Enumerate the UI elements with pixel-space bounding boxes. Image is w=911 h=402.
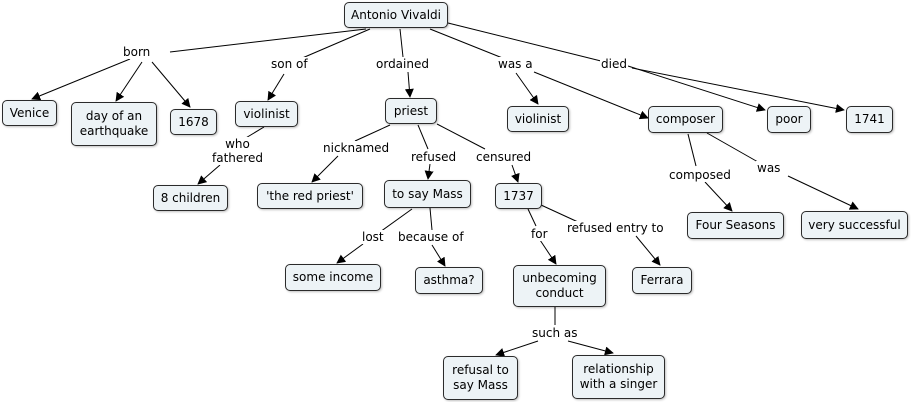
link-ordained-priest [404, 71, 414, 98]
link-vivaldi-son-of [299, 28, 371, 60]
node-unbecoming-conduct[interactable]: unbecoming conduct [513, 265, 606, 307]
node-asthma[interactable]: asthma? [415, 267, 483, 294]
node-relationship-with-a-singer[interactable]: relationship with a singer [572, 355, 665, 399]
link-lost-income [336, 243, 364, 264]
node-four-seasons[interactable]: Four Seasons [687, 212, 784, 239]
link-label-refused: refused [410, 150, 458, 164]
link-label-refused-entry-to: refused entry to [566, 221, 665, 235]
link-was-very-successful [787, 175, 859, 210]
link-refused-entry-ferrara [635, 235, 661, 266]
node-to-say-mass[interactable]: to say Mass [384, 180, 471, 208]
link-composed-four-seasons [704, 181, 733, 212]
link-born-earthquake [115, 61, 143, 102]
link-label-who-fathered: who fathered [211, 137, 264, 165]
node-refusal-to-say-mass[interactable]: refusal to say Mass [443, 356, 518, 400]
node-very-successful[interactable]: very successful [801, 211, 908, 239]
link-saymass-because [429, 207, 433, 231]
node-the-red-priest[interactable]: 'the red priest' [257, 183, 363, 209]
node-composer[interactable]: composer [648, 106, 723, 133]
link-saymass-lost [379, 208, 413, 233]
node-day-of-an-earthquake[interactable]: day of an earthquake [71, 102, 157, 146]
node-antonio-vivaldi[interactable]: Antonio Vivaldi [344, 2, 448, 28]
link-died-poor [627, 65, 766, 112]
link-refused-to-say-mass [424, 163, 434, 180]
link-label-ordained: ordained [375, 57, 430, 71]
node-1741[interactable]: 1741 [846, 106, 893, 133]
link-priest-censured [436, 123, 486, 150]
link-label-died: died [600, 57, 628, 71]
link-priest-nicknamed [354, 124, 391, 142]
link-was-a-composer [533, 71, 649, 120]
link-label-was-a: was a [497, 57, 534, 71]
link-composer-composed [687, 133, 697, 167]
link-label-for: for [530, 227, 549, 241]
link-vivaldi-died [447, 22, 606, 63]
link-censured-1737 [511, 164, 520, 183]
link-because-asthma [431, 244, 446, 267]
link-label-son-of: son of [270, 57, 309, 71]
link-vivaldi-was-a [429, 28, 506, 60]
link-vivaldi-ordained [399, 28, 404, 58]
link-label-censured: censured [475, 150, 533, 164]
link-label-such-as: such as [531, 326, 579, 340]
link-label-composed: composed [668, 168, 732, 182]
link-born-1678 [151, 61, 191, 108]
link-nicknamed-red-priest [311, 155, 339, 183]
link-priest-refused [417, 124, 429, 150]
node-priest[interactable]: priest [385, 98, 437, 124]
link-vivaldi-born [169, 28, 367, 53]
link-composer-was [706, 132, 759, 163]
link-label-nicknamed: nicknamed [322, 141, 391, 155]
node-violinist-father[interactable]: violinist [235, 101, 298, 127]
node-venice[interactable]: Venice [2, 100, 57, 126]
node-violinist[interactable]: violinist [507, 106, 569, 132]
link-born-venice [31, 58, 131, 101]
link-such-as-refusal [495, 340, 539, 357]
link-label-because-of: because of [397, 230, 465, 244]
link-fathered-children [197, 164, 221, 185]
node-1737[interactable]: 1737 [495, 183, 542, 209]
link-such-as-relationship [567, 340, 614, 356]
link-label-lost: lost [361, 230, 385, 244]
node-some-income[interactable]: some income [285, 264, 381, 291]
node-poor[interactable]: poor [767, 106, 811, 133]
node-ferrara[interactable]: Ferrara [632, 267, 692, 294]
link-for-unbecoming [539, 239, 557, 265]
link-1737-refused-entry [540, 204, 579, 223]
link-son-of-violinist [267, 73, 285, 101]
link-died-1741 [631, 67, 845, 113]
node-8-children[interactable]: 8 children [153, 185, 228, 211]
link-label-born: born [122, 45, 152, 59]
link-1737-for [527, 208, 537, 227]
link-was-a-violinist [515, 72, 539, 105]
link-label-was: was [756, 161, 782, 175]
node-1678[interactable]: 1678 [170, 109, 217, 135]
